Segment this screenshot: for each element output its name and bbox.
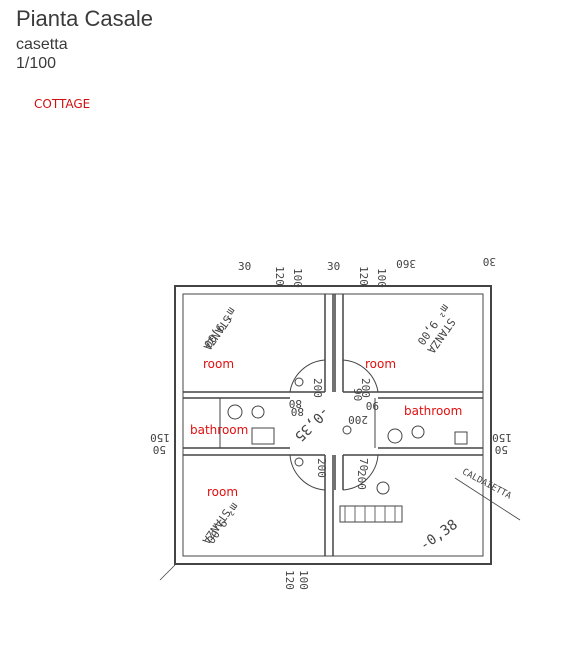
room-label-top-right: room (365, 357, 396, 371)
corridor-wall-left (324, 294, 334, 392)
room-label-bottom-left: room (207, 485, 238, 499)
dim-door: 80 (291, 405, 304, 418)
entry-steps (339, 505, 403, 523)
dim-door: 200 (315, 458, 328, 478)
dimension-line (159, 564, 176, 581)
dim-top: 360 (396, 257, 416, 270)
plan-scale: 1/100 (16, 55, 57, 72)
dim-top: 100 (375, 268, 388, 288)
bathroom-label-left: bathroom (190, 423, 248, 437)
bath-wall-right (343, 447, 483, 456)
cottage-caption: COTTAGE (34, 97, 91, 111)
bidet-fixture (251, 405, 265, 419)
dim-left: 50 (153, 443, 166, 456)
dim-top: 100 (291, 268, 304, 288)
outdoor-light (376, 481, 390, 495)
dim-right: 150 (492, 431, 512, 444)
step-lines (344, 506, 396, 522)
dim-top: 30 (327, 260, 340, 273)
fixture-marker (294, 457, 304, 467)
corridor-wall-right (334, 294, 344, 392)
bath-partition (219, 398, 376, 448)
corridor-wall-left-lower (324, 455, 334, 556)
plan-subtitle: casetta (16, 36, 68, 53)
dim-right: 50 (495, 443, 508, 456)
fixture-marker (294, 377, 304, 387)
dim-left: 150 (150, 431, 170, 444)
bathroom-label-right: bathroom (404, 404, 462, 418)
shower-fixture (454, 431, 468, 445)
door-arc-tr (342, 359, 379, 393)
corridor-wall-right-lower (334, 455, 344, 490)
dim-door: 200 (355, 470, 368, 490)
dim-top: 30 (238, 260, 251, 273)
toilet-fixture-right (387, 428, 403, 444)
caldaietta-label: CALDAIETTA (460, 467, 513, 502)
plan-title: Pianta Casale (16, 6, 153, 31)
room-label-top-left: room (203, 357, 234, 371)
dim-top: 30 (483, 255, 496, 268)
dim-top: 120 (357, 266, 370, 286)
level-outside: -0,38 (417, 517, 461, 554)
leader-line (454, 477, 521, 521)
room-wall-tl (183, 391, 325, 399)
room-wall-tr (343, 391, 483, 399)
fixture-marker (342, 425, 352, 435)
door-arc-bl (289, 454, 326, 491)
dim-door: 200 (311, 378, 324, 398)
sink-fixture (251, 427, 275, 445)
outer-wall (174, 285, 492, 565)
dim-door: 70 (357, 458, 370, 471)
dim-door: 200 (359, 378, 372, 398)
dim-door: 80 (289, 397, 302, 410)
dim-door: 90 (351, 388, 364, 401)
bidet-fixture-right (411, 425, 425, 439)
dim-bottom: 100 (297, 570, 310, 590)
door-arc-tl (289, 359, 326, 393)
dim-door: 200 (348, 413, 368, 426)
stanza-area: m² 9,00 (201, 305, 238, 350)
toilet-fixture (227, 404, 243, 420)
bath-wall-left (183, 447, 325, 456)
dim-bottom: 120 (283, 570, 296, 590)
door-arc-br (342, 454, 379, 491)
dim-top: 120 (273, 266, 286, 286)
dim-door: 90 (366, 399, 379, 412)
